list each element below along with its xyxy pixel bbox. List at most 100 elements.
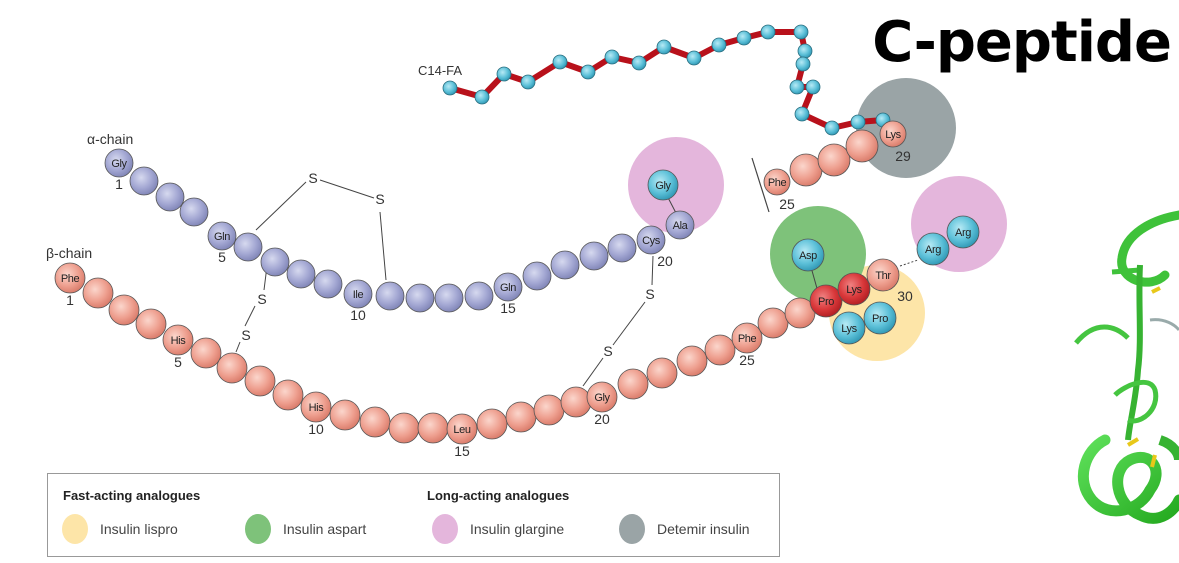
legend-item-lispro: Insulin lispro	[62, 514, 178, 544]
carbon-atom	[474, 89, 490, 105]
bead-shape	[190, 337, 222, 369]
beta-residue	[676, 345, 708, 377]
bead-shape	[646, 357, 678, 389]
lispro-swatch	[62, 514, 88, 544]
bead-shape	[129, 166, 159, 196]
residue-number: 29	[895, 148, 911, 164]
residue-number: 20	[594, 411, 610, 427]
beta-residue	[617, 368, 649, 400]
alpha-residue	[313, 269, 343, 299]
residue-name: Pro	[872, 313, 888, 325]
carbon-atom	[795, 56, 811, 72]
bead-shape	[54, 262, 86, 294]
residue-name: Arg	[955, 227, 971, 239]
bead-shape	[617, 368, 649, 400]
bond-line	[255, 181, 307, 231]
residue-name: Phe	[61, 273, 80, 285]
alpha-residue	[155, 182, 185, 212]
chain-break-mark	[751, 157, 770, 213]
carbon-atom	[520, 74, 536, 90]
bead-shape	[763, 168, 791, 196]
bond-line	[651, 255, 654, 286]
carbon-atom	[793, 24, 809, 40]
bead-shape	[837, 272, 871, 306]
detemir-residue: Lys 29	[879, 120, 911, 164]
bead-shape	[405, 283, 435, 313]
bead-shape	[817, 143, 851, 177]
beta-residue	[329, 399, 361, 431]
detemir-highlight	[856, 78, 956, 178]
glargine-swatch	[432, 514, 458, 544]
detemir-residue	[789, 153, 823, 187]
beta-residue: His 5	[162, 324, 194, 370]
beta-residue	[704, 334, 736, 366]
bead-shape	[676, 345, 708, 377]
beta-residue	[135, 308, 167, 340]
residue-number: 30	[897, 288, 913, 304]
bead-shape	[108, 294, 140, 326]
bead-shape	[863, 301, 897, 335]
carbon-atom	[794, 106, 810, 122]
bond-line	[319, 179, 375, 199]
terminus-residue-pro: Pro	[809, 284, 843, 318]
residue-number: 5	[218, 249, 226, 265]
bead-shape	[82, 277, 114, 309]
legend-label: Detemir insulin	[657, 521, 750, 537]
page-title: C-peptide	[872, 10, 1172, 75]
alpha-residue	[179, 197, 209, 227]
residue-name: Lys	[885, 129, 901, 141]
terminus-residue-pro: Pro	[863, 301, 897, 335]
carbon-atom	[789, 79, 805, 95]
alpha-residue	[522, 261, 552, 291]
alpha-residue	[464, 281, 494, 311]
bead-shape	[329, 399, 361, 431]
bead-shape	[791, 238, 825, 272]
residue-name: Arg	[925, 244, 941, 256]
bead-shape	[300, 391, 332, 423]
bead-shape	[607, 233, 637, 263]
alpha-residue	[286, 259, 316, 289]
sulfur-label: S	[241, 327, 250, 343]
residue-number: 10	[308, 421, 324, 437]
beta-residue	[244, 365, 276, 397]
bead-shape	[464, 281, 494, 311]
bead-shape	[417, 412, 449, 444]
beta-residue	[272, 379, 304, 411]
carbon-atom	[736, 30, 752, 46]
carbon-atom	[711, 37, 727, 53]
residue-name: Leu	[453, 424, 470, 436]
sulfur-label: S	[645, 286, 654, 302]
sulfur-label: S	[308, 170, 317, 186]
residue-beads: Gly1Gln5Ile10Gln15Cys20AlaGlyPhe1His5His…	[54, 120, 980, 459]
carbon-atom	[656, 39, 672, 55]
alpha-residue	[129, 166, 159, 196]
chain-labels: α-chain β-chain C14-FA	[46, 63, 462, 261]
bead-shape	[286, 259, 316, 289]
carbon-atom	[850, 114, 866, 130]
detemir-residue	[817, 143, 851, 177]
bead-shape	[647, 169, 679, 201]
sulfur-label: S	[375, 191, 384, 207]
legend-label: Insulin glargine	[470, 521, 565, 537]
residue-name: His	[171, 335, 187, 347]
bead-shape	[789, 153, 823, 187]
bead-shape	[533, 394, 565, 426]
residue-name: Pro	[818, 296, 834, 308]
residue-number: 5	[174, 354, 182, 370]
beta-chain-label: β-chain	[46, 245, 92, 261]
detemir-residue	[845, 129, 879, 163]
carbon-atom	[631, 55, 647, 71]
bead-shape	[216, 352, 248, 384]
bead-shape	[946, 215, 980, 249]
alpha-residue	[434, 283, 464, 313]
alpha-residue: Ala	[665, 210, 695, 240]
residue-name: Gly	[111, 158, 127, 170]
bond-line	[899, 259, 919, 267]
